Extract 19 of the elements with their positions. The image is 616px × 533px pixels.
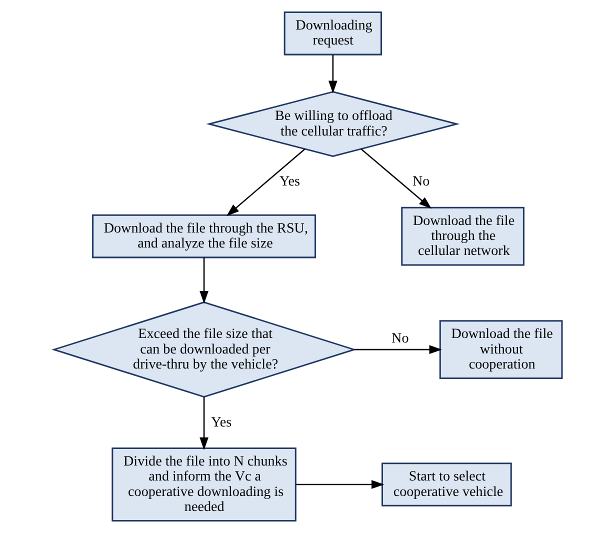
node-box: Download the file through the cellular network bbox=[401, 206, 524, 266]
arrow bbox=[200, 257, 208, 304]
edge-label: No bbox=[392, 330, 409, 347]
node-box: Download the file without cooperation bbox=[439, 320, 563, 380]
edge-label: Yes bbox=[280, 174, 300, 190]
arrow bbox=[360, 148, 432, 209]
arrow bbox=[296, 480, 384, 489]
arrow bbox=[328, 54, 338, 94]
arrow bbox=[226, 148, 306, 216]
node-diamond: Exceed the file size that can be downloaded per drive-thru by the vehicle? bbox=[52, 301, 357, 398]
edge-label: No bbox=[412, 174, 430, 190]
edge-label: Yes bbox=[211, 414, 232, 430]
arrow bbox=[354, 345, 442, 354]
node-box: Divide the file into N chunks and inform the Vc a cooperative downloading is needed bbox=[112, 447, 296, 522]
node-box: Download the file through the RSU, and analyze the file size bbox=[92, 214, 316, 258]
node-box: Start to select cooperative vehicle bbox=[382, 462, 512, 506]
arrow bbox=[200, 397, 208, 450]
node-box: Downloading request bbox=[284, 12, 382, 56]
node-diamond: Be willing to offload the cellular traffic? bbox=[206, 91, 460, 158]
